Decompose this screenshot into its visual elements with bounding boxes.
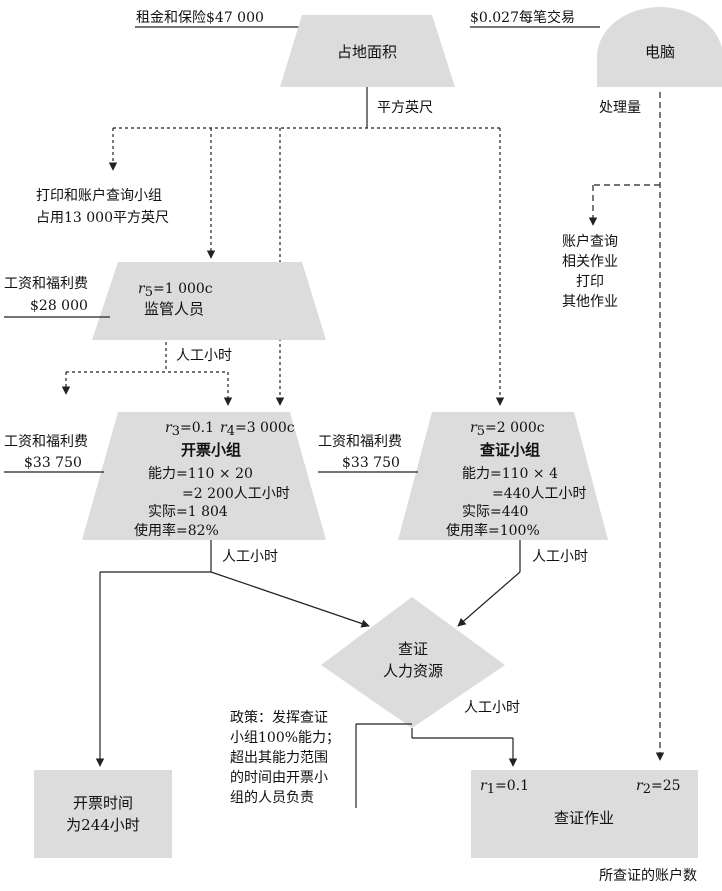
billing-driver-label: 人工小时: [222, 549, 278, 565]
computer-activity-4: 其他作业: [562, 294, 618, 310]
supervisor-rate-value: =1 000c: [153, 281, 213, 297]
supervisor-rate-symbol: r: [138, 281, 146, 297]
verify-job-r1-symbol: r: [480, 778, 488, 794]
billing-wage-value: $33 750: [24, 455, 82, 471]
policy-line-2: 小组100%能力；: [230, 730, 340, 746]
print-team-note-line1: 打印和账户查询小组: [36, 187, 162, 204]
print-team-note-line2: 占用13 000平方英尺: [36, 209, 169, 226]
billing-title: 开票小组: [181, 441, 241, 459]
billing-r3-symbol: r: [165, 420, 173, 436]
verify-wage-value: $33 750: [342, 455, 400, 471]
policy-line-1: 政策：发挥查证: [230, 709, 328, 726]
supervisor-driver-label: 人工小时: [176, 348, 232, 364]
billing-time-line2: 为244小时: [66, 816, 140, 834]
billing-r3-sub: 3: [172, 424, 180, 439]
supervisor-rate-sub: 5: [145, 285, 153, 300]
accounts-verified-label: 所查证的账户数: [599, 867, 697, 884]
floor-space-unit-label: 平方英尺: [377, 99, 433, 116]
supervisor-title: 监管人员: [144, 300, 204, 318]
billing-line3: 实际=1 804: [148, 504, 228, 520]
billing-line1: 能力=110 × 20: [148, 466, 253, 482]
computer-cost-label: $0.027每笔交易: [470, 9, 575, 26]
computer-activity-2: 相关作业: [562, 254, 618, 270]
verify-job-r2-symbol: r: [636, 778, 644, 794]
billing-team-node: [82, 412, 326, 540]
supervisor-node: [92, 262, 326, 340]
billing-r4-sub: 4: [227, 424, 235, 439]
computer-title: 电脑: [645, 43, 675, 61]
verify-job-r2: r2=25: [636, 778, 681, 797]
verify-r5-symbol: r: [470, 420, 478, 436]
verify-line1: 能力=110 × 4: [462, 466, 558, 482]
policy-line-3: 超出其能力范围: [230, 749, 328, 766]
billing-r3-value: =0.1: [180, 420, 214, 436]
rent-label: 租金和保险$47 000: [136, 10, 264, 26]
verify-r5-value: =2 000c: [485, 420, 545, 436]
computer-node: [597, 7, 722, 87]
billing-line4: 使用率=82%: [134, 522, 219, 539]
billing-line2: =2 200人工小时: [182, 486, 290, 502]
verify-line3: 实际=440: [462, 504, 528, 520]
verification-resource-node: [321, 597, 505, 728]
verify-title: 查证小组: [480, 441, 540, 459]
verify-job-r2-value: =25: [651, 778, 681, 794]
billing-time-line1: 开票时间: [73, 794, 133, 812]
computer-driver-label: 处理量: [599, 100, 641, 116]
verify-rate: r5=2 000c: [470, 420, 545, 439]
verify-team-node: [398, 412, 608, 540]
billing-r4-symbol: r: [220, 420, 228, 436]
supervisor-wage-label: 工资和福利费: [4, 276, 88, 292]
verify-job-title: 查证作业: [554, 809, 614, 827]
floor-space-node: [280, 15, 455, 87]
supervisor-wage-value: $28 000: [30, 298, 88, 314]
supervisor-rate: r5=1 000c: [138, 281, 213, 300]
billing-time-node: [34, 770, 172, 858]
verify-job-r1: r1=0.1: [480, 778, 529, 797]
verify-job-r2-sub: 2: [643, 782, 651, 797]
floor-space-title: 占地面积: [337, 43, 397, 61]
verify-job-node: [471, 770, 698, 858]
billing-wage-label: 工资和福利费: [4, 434, 88, 450]
billing-r4-value: =3 000c: [235, 420, 295, 436]
verify-job-r1-value: =0.1: [495, 778, 529, 794]
computer-activity-1: 账户查询: [562, 233, 618, 250]
computer-activity-3: 打印: [576, 273, 604, 290]
verify-driver-label: 人工小时: [532, 549, 588, 565]
verify-line2: =440人工小时: [492, 486, 586, 502]
verify-wage-label: 工资和福利费: [318, 434, 402, 450]
resource-line1: 查证: [398, 640, 428, 658]
resource-line2: 人力资源: [383, 662, 443, 680]
resource-driver-label: 人工小时: [464, 700, 520, 716]
policy-line-5: 组的人员负责: [230, 790, 314, 806]
verify-to-resource-arrow: [457, 571, 521, 627]
verify-line4: 使用率=100%: [446, 522, 540, 539]
verify-r5-sub: 5: [477, 424, 485, 439]
policy-line-4: 的时间由开票小: [230, 770, 328, 786]
verify-job-r1-sub: 1: [487, 782, 495, 797]
billing-to-resource-arrow: [210, 571, 370, 628]
